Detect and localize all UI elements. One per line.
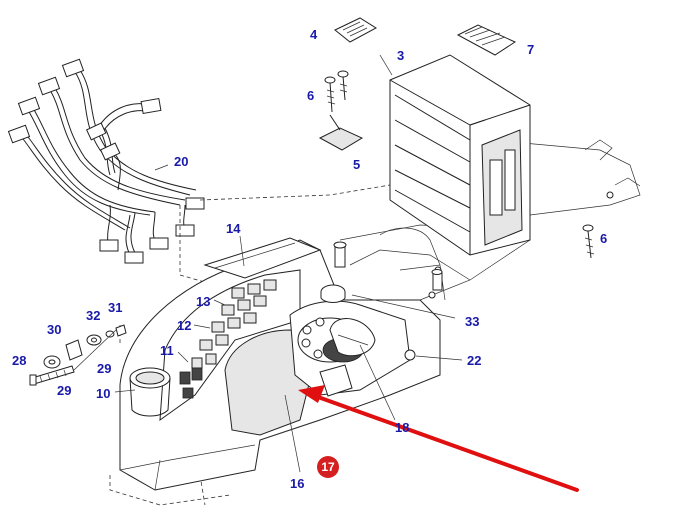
callout-10: 10: [96, 386, 110, 401]
callout-5: 5: [353, 157, 360, 172]
wiring-harness: [7, 58, 205, 264]
label-plate-4: [334, 17, 377, 43]
callout-30: 30: [47, 322, 61, 337]
callout-6: 6: [307, 88, 314, 103]
joystick: [322, 318, 376, 363]
callout-18: 18: [395, 420, 409, 435]
highlight-badge-label: 17: [321, 460, 335, 474]
callout-6: 6: [600, 231, 607, 246]
switch-grid: [179, 279, 277, 399]
bracket-5: [318, 114, 364, 151]
highlight-badge-17: 17: [317, 456, 339, 478]
pointer-arrow: [298, 385, 579, 492]
armrest-console: [119, 237, 443, 491]
label-plate-7: [456, 24, 517, 56]
callout-32: 32: [86, 308, 100, 323]
callout-14: 14: [226, 221, 241, 236]
callout-28: 28: [12, 353, 26, 368]
callout-22: 22: [467, 353, 481, 368]
callout-12: 12: [177, 318, 191, 333]
callout-20: 20: [174, 154, 188, 169]
callout-7: 7: [527, 42, 534, 57]
screw-6-right: [582, 224, 595, 259]
callout-3: 3: [397, 48, 404, 63]
control-unit-box: [389, 54, 531, 256]
cup-holder: [129, 367, 171, 417]
callout-4: 4: [310, 27, 318, 42]
bolt-assembly: [29, 324, 127, 386]
callout-13: 13: [196, 294, 210, 309]
callout-11: 11: [160, 343, 174, 358]
callout-31: 31: [108, 300, 122, 315]
screws-6: [324, 70, 349, 113]
callout-29: 29: [97, 361, 111, 376]
leader-lines: [114, 54, 463, 473]
callout-33: 33: [465, 314, 479, 329]
callout-16: 16: [290, 476, 304, 491]
callout-29: 29: [57, 383, 71, 398]
callout-labels: 4 3 7 6 5 20 6 14 13 32 31 30 12 33 11 2…: [12, 27, 607, 491]
